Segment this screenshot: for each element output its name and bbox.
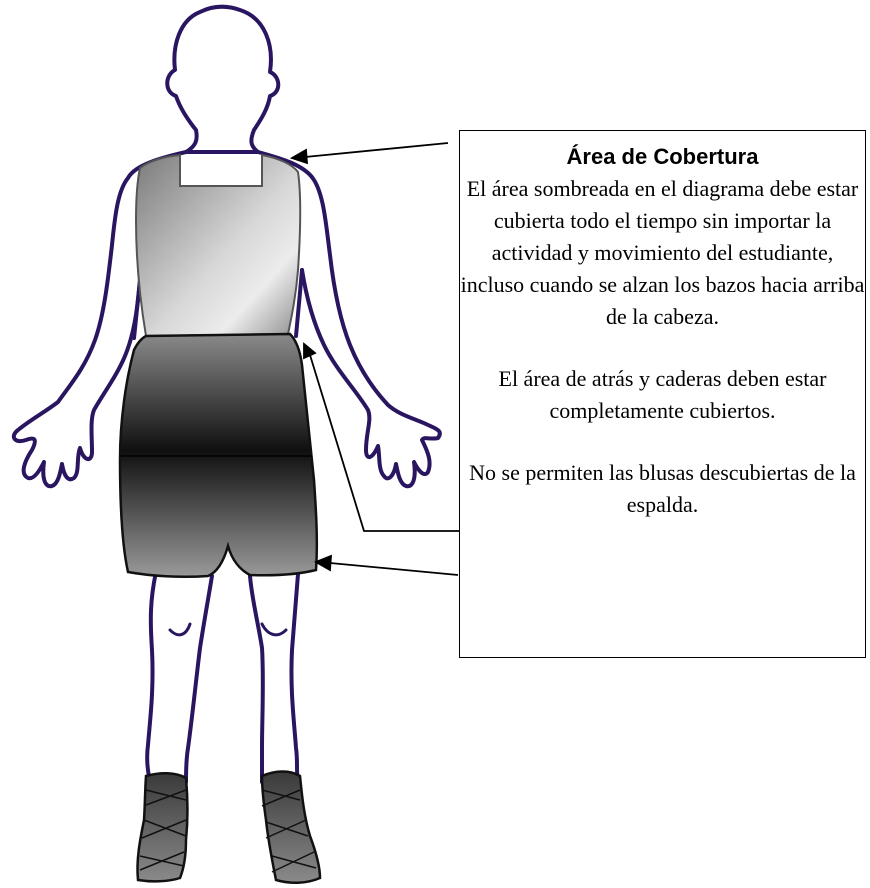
arrow-to-shoulder-line [305, 143, 448, 157]
left-leg-outline [147, 572, 212, 782]
arrow-to-shorts-line [330, 563, 458, 575]
info-box-title: Área de Cobertura [460, 142, 865, 172]
right-knee-mark [262, 624, 286, 635]
connector-to-waist [310, 355, 459, 531]
coverage-info-box: Área de Cobertura El área sombreada en e… [459, 130, 866, 658]
head-outline [167, 7, 278, 152]
right-leg-outline [250, 574, 298, 782]
left-knee-mark [170, 624, 190, 635]
shirt-coverage-area [136, 155, 300, 336]
info-paragraph-backless-blouses: No se permiten las blusas descubiertas d… [460, 457, 865, 521]
arrow-to-waist-head [304, 344, 315, 358]
arrow-to-shoulder-head [292, 150, 307, 163]
info-paragraph-coverage: El área sombreada en el diagrama debe es… [460, 173, 865, 333]
info-paragraph-back-hips: El área de atrás y caderas deben estar c… [460, 363, 865, 427]
arrow-to-shorts-head [316, 556, 331, 570]
shoes [137, 772, 320, 883]
callout-connectors [292, 143, 459, 575]
